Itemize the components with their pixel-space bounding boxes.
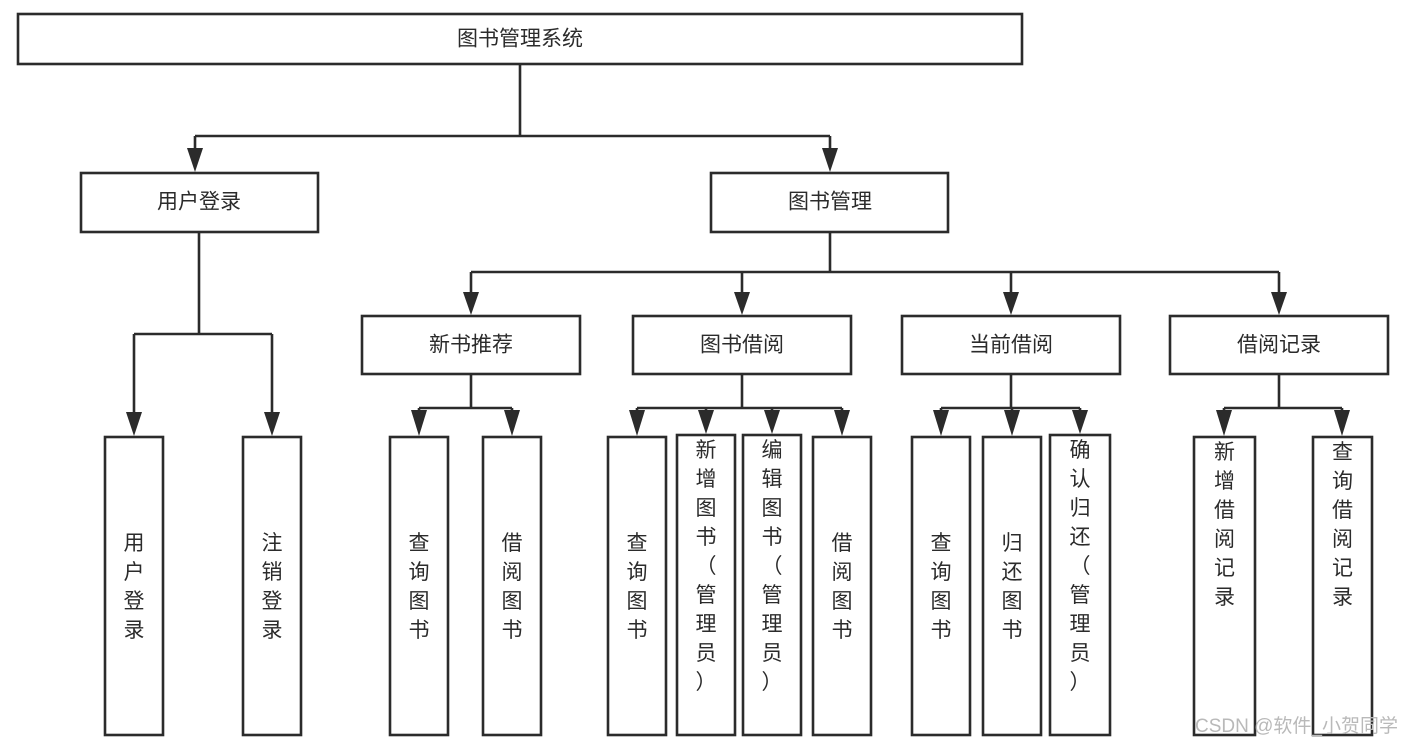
arrow-head-book-manage — [822, 148, 838, 172]
arrow-head-leaf-confirm-return — [1072, 410, 1088, 434]
arrow-head-leaf-edit-book — [764, 410, 780, 434]
node-book-manage-label: 图书管理 — [788, 191, 872, 214]
node-user-login-label: 用户登录 — [157, 191, 241, 214]
node-borrow-record[interactable]: 借阅记录 — [1168, 314, 1390, 376]
arrow-head-leaf-add-book — [698, 410, 714, 434]
node-new-book-recommend-label: 新书推荐 — [429, 334, 513, 357]
node-leaf-logout[interactable]: 注销登录 — [241, 435, 303, 737]
node-book-manage-box[interactable] — [709, 171, 950, 234]
node-leaf-add-record-box[interactable] — [1192, 435, 1257, 737]
arrow-head-leaf-query-book-2 — [629, 410, 645, 436]
node-leaf-user-login-box[interactable] — [103, 435, 165, 737]
node-leaf-query-book-2-label: 查询图书 — [627, 532, 648, 642]
arrow-head-user-login — [187, 148, 203, 172]
arrow-head-book-borrow — [734, 292, 750, 315]
node-leaf-borrow-book-1-label: 借阅图书 — [502, 532, 523, 642]
node-borrow-record-box[interactable] — [1168, 314, 1390, 376]
node-leaf-query-book-1-box[interactable] — [388, 435, 450, 737]
node-leaf-query-book-1-label: 查询图书 — [409, 532, 430, 642]
node-book-borrow[interactable]: 图书借阅 — [631, 314, 853, 376]
node-leaf-add-book-box[interactable] — [675, 433, 737, 737]
node-leaf-borrow-book-1-box[interactable] — [481, 435, 543, 737]
node-root[interactable]: 图书管理系统 — [16, 12, 1024, 66]
node-leaf-add-book-label: 新增图书（管理员） — [696, 439, 717, 694]
node-leaf-borrow-book-2-box[interactable] — [811, 435, 873, 737]
node-user-login[interactable]: 用户登录 — [79, 171, 320, 234]
node-current-borrow-label: 当前借阅 — [969, 334, 1053, 357]
node-current-borrow-box[interactable] — [900, 314, 1122, 376]
node-book-manage[interactable]: 图书管理 — [709, 171, 950, 234]
node-root-box[interactable] — [16, 12, 1024, 66]
node-leaf-add-record[interactable]: 新增借阅记录 — [1192, 435, 1257, 737]
arrow-head-leaf-borrow-book-2 — [834, 410, 850, 436]
arrow-head-leaf-query-book-3 — [933, 410, 949, 436]
node-leaf-edit-book-box[interactable] — [741, 433, 803, 737]
leaf-nodes-layer: 用户登录 注销登录 查询图书 借阅图书 查询图书 新增图书（管理员） 编辑图书（管理员） 借阅… — [103, 433, 1374, 737]
node-leaf-query-book-1[interactable]: 查询图书 — [388, 435, 450, 737]
node-new-book-recommend-box[interactable] — [360, 314, 582, 376]
arrow-head-current-borrow — [1003, 292, 1019, 315]
node-leaf-confirm-return-label: 确认归还（管理员） — [1070, 439, 1091, 694]
node-leaf-return-book-label: 归还图书 — [1002, 532, 1023, 642]
node-new-book-recommend[interactable]: 新书推荐 — [360, 314, 582, 376]
node-leaf-add-book[interactable]: 新增图书（管理员） — [675, 433, 737, 737]
node-leaf-query-record-label: 查询借阅记录 — [1332, 441, 1353, 609]
node-leaf-user-login[interactable]: 用户登录 — [103, 435, 165, 737]
node-leaf-logout-label: 注销登录 — [262, 532, 283, 642]
node-user-login-box[interactable] — [79, 171, 320, 234]
arrow-head-leaf-logout — [264, 412, 280, 436]
node-leaf-return-book[interactable]: 归还图书 — [981, 435, 1043, 737]
node-current-borrow[interactable]: 当前借阅 — [900, 314, 1122, 376]
node-leaf-borrow-book-2-label: 借阅图书 — [832, 532, 853, 642]
node-leaf-query-book-2-box[interactable] — [606, 435, 668, 737]
watermark-text: CSDN @软件_小贺同学 — [1195, 715, 1398, 737]
arrow-head-new-book-recommend — [463, 292, 479, 315]
node-leaf-borrow-book-1[interactable]: 借阅图书 — [481, 435, 543, 737]
node-leaf-logout-box[interactable] — [241, 435, 303, 737]
arrow-head-leaf-user-login — [126, 412, 142, 436]
node-root-label: 图书管理系统 — [457, 28, 583, 51]
node-leaf-user-login-label: 用户登录 — [124, 532, 145, 642]
node-leaf-add-record-label: 新增借阅记录 — [1214, 441, 1235, 609]
node-leaf-query-record-box[interactable] — [1311, 435, 1374, 737]
arrow-head-leaf-query-book-1 — [411, 410, 427, 436]
node-leaf-confirm-return[interactable]: 确认归还（管理员） — [1048, 433, 1112, 737]
arrow-head-borrow-record — [1271, 292, 1287, 315]
arrow-head-leaf-borrow-book-1 — [504, 410, 520, 436]
arrow-head-leaf-query-record — [1334, 410, 1350, 436]
node-leaf-query-record[interactable]: 查询借阅记录 — [1311, 435, 1374, 737]
node-leaf-edit-book-label: 编辑图书（管理员） — [762, 439, 783, 694]
node-leaf-query-book-3[interactable]: 查询图书 — [910, 435, 972, 737]
node-leaf-return-book-box[interactable] — [981, 435, 1043, 737]
connectors-layer — [126, 64, 1350, 436]
node-leaf-borrow-book-2[interactable]: 借阅图书 — [811, 435, 873, 737]
node-book-borrow-label: 图书借阅 — [700, 334, 784, 357]
node-leaf-edit-book[interactable]: 编辑图书（管理员） — [741, 433, 803, 737]
node-borrow-record-label: 借阅记录 — [1237, 334, 1321, 357]
node-leaf-query-book-3-label: 查询图书 — [931, 532, 952, 642]
node-leaf-confirm-return-box[interactable] — [1048, 433, 1112, 737]
node-book-borrow-box[interactable] — [631, 314, 853, 376]
arrow-head-leaf-return-book — [1004, 410, 1020, 436]
arrow-head-leaf-add-record — [1216, 410, 1232, 436]
node-leaf-query-book-2[interactable]: 查询图书 — [606, 435, 668, 737]
node-leaf-query-book-3-box[interactable] — [910, 435, 972, 737]
